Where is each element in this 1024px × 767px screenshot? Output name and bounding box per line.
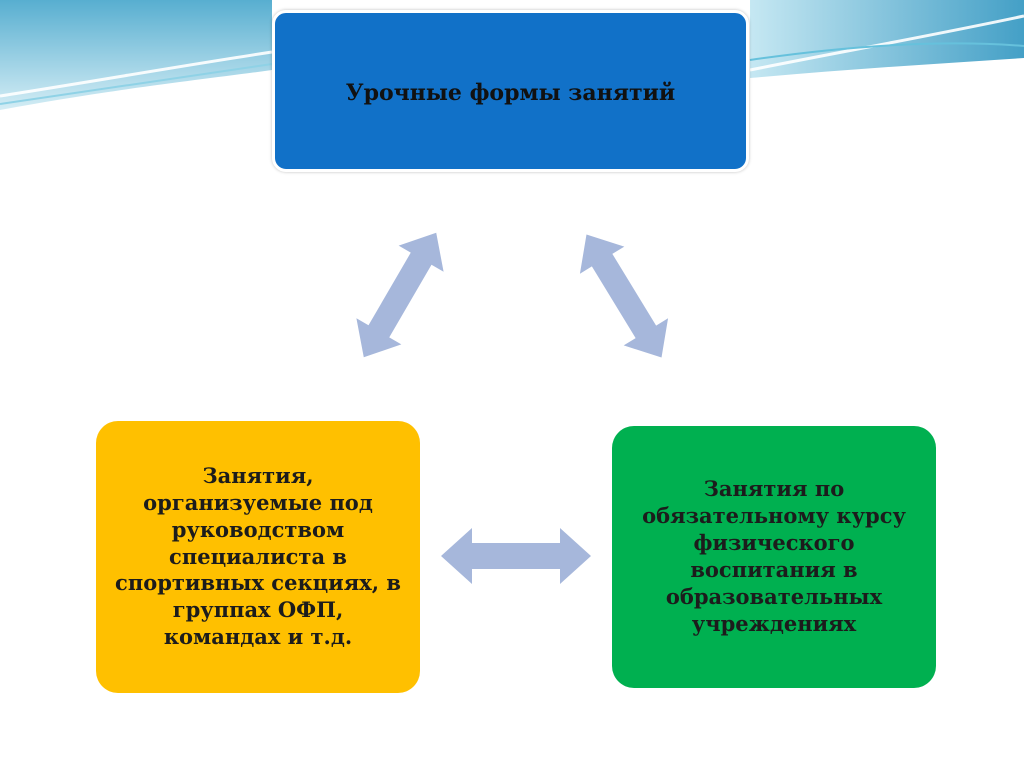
box-line: Занятия по bbox=[703, 476, 845, 502]
box-line: группах ОФП, bbox=[172, 597, 344, 623]
box-line: образовательных bbox=[665, 583, 883, 609]
box-lesson-forms-text: Урочные формы занятий bbox=[345, 80, 676, 106]
box-line: специалиста в bbox=[169, 543, 347, 569]
double-arrow-top-right bbox=[579, 234, 669, 358]
background-swoosh-right bbox=[750, 0, 1024, 78]
box-line: Занятия, bbox=[202, 462, 314, 488]
box-line: организуемые под bbox=[143, 489, 373, 515]
box-sport-sections: Занятия, организуемые под руководством с… bbox=[96, 421, 420, 693]
box-compulsory-course: Занятия по обязательному курсу физическо… bbox=[612, 426, 936, 688]
box-lesson-forms: Урочные формы занятий bbox=[272, 10, 749, 172]
box-line: учреждениях bbox=[691, 610, 857, 636]
box-line: воспитания в bbox=[690, 557, 858, 582]
box-line: физического bbox=[693, 530, 855, 556]
box-line: спортивных секциях, в bbox=[115, 570, 401, 596]
box-line: командах и т.д. bbox=[163, 624, 353, 650]
box-line: обязательному курсу bbox=[642, 503, 906, 529]
box-sport-sections-text: Занятия, организуемые под руководством с… bbox=[115, 463, 401, 651]
box-line: руководством bbox=[171, 516, 345, 542]
background-swoosh-left bbox=[0, 0, 272, 110]
double-arrow-top-left bbox=[356, 232, 444, 358]
box-compulsory-course-text: Занятия по обязательному курсу физическо… bbox=[642, 476, 906, 637]
double-arrow-left-right bbox=[441, 528, 591, 584]
